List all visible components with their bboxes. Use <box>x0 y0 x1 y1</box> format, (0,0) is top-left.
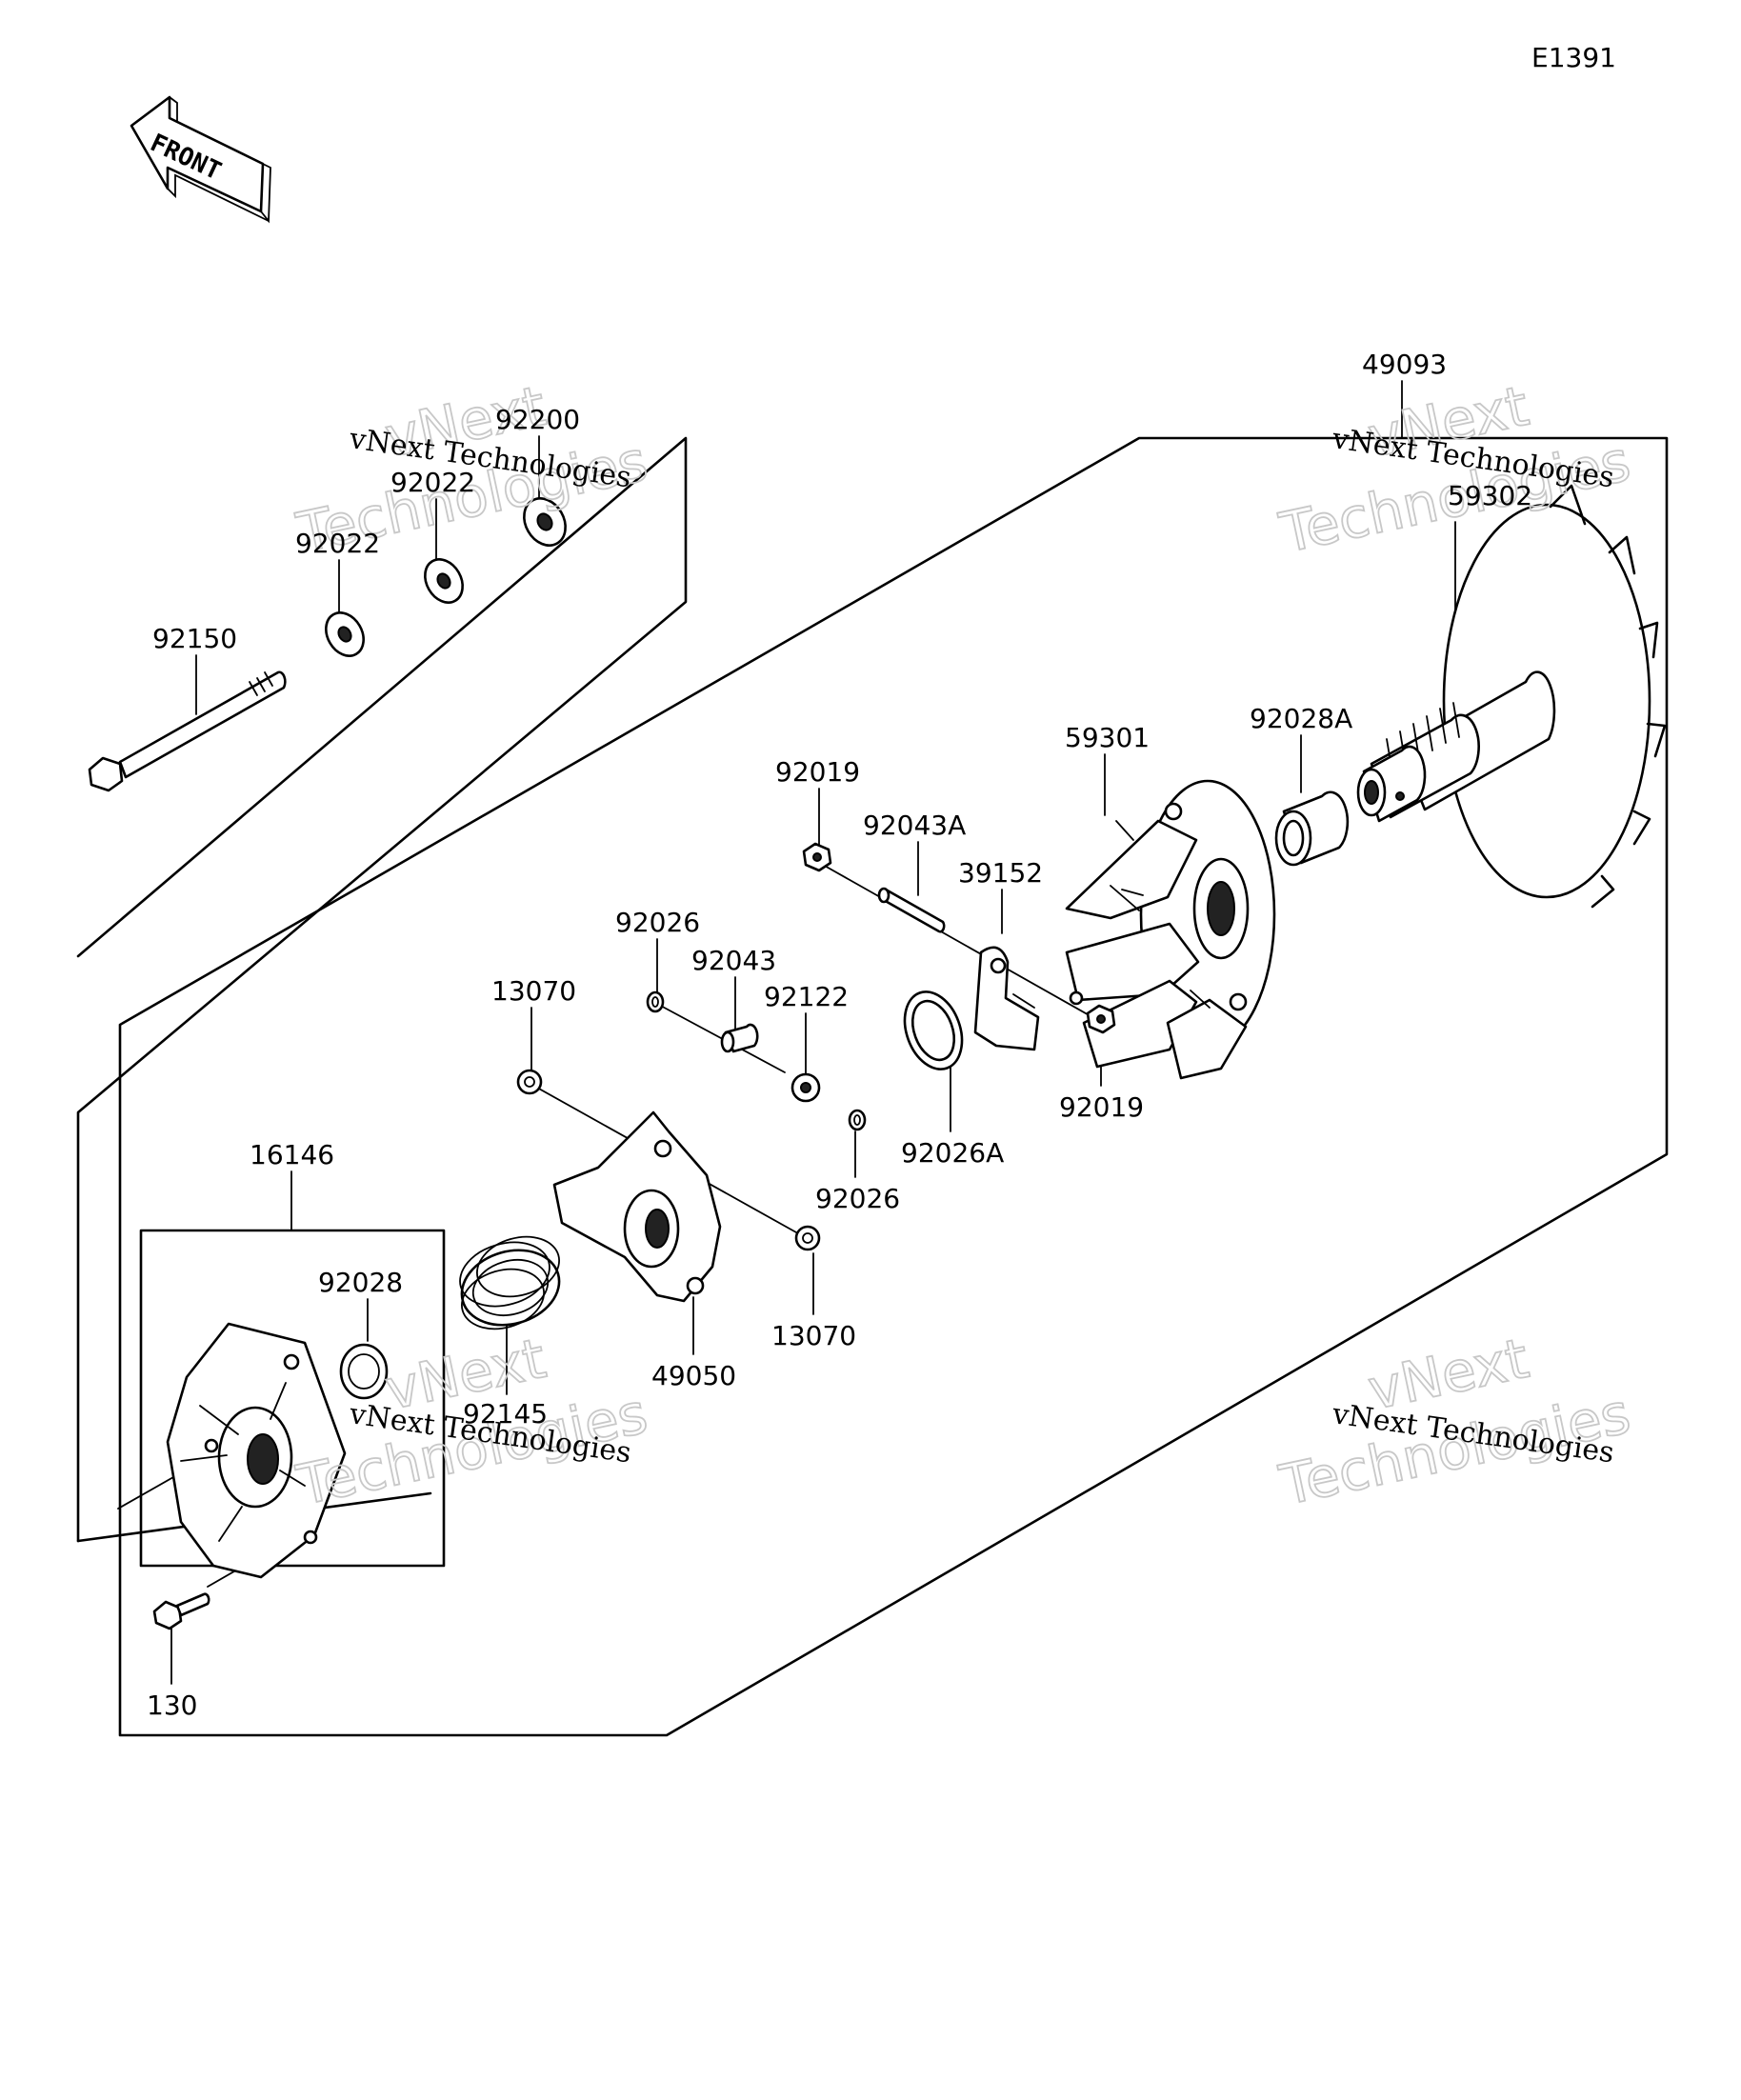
label-16146: 16146 <box>250 1139 334 1170</box>
label-92150: 92150 <box>152 623 237 654</box>
part-92043A-pin <box>877 887 946 933</box>
part-92150-long-bolt <box>88 670 287 792</box>
label-49093: 49093 <box>1362 349 1447 380</box>
label-39152: 39152 <box>958 857 1043 889</box>
part-92019-upper-nut <box>802 842 832 872</box>
part-59301-movable-sheave <box>1065 779 1276 1080</box>
diagram-id: E1391 <box>1531 42 1616 73</box>
label-130: 130 <box>147 1690 197 1721</box>
label-49050: 49050 <box>651 1360 736 1391</box>
part-59302-fixed-sheave <box>1356 484 1667 909</box>
part-16146-cover <box>166 1322 347 1579</box>
assembly-boundary-lines <box>76 436 1669 1737</box>
label-92028A: 92028A <box>1250 703 1352 734</box>
label-92043: 92043 <box>691 945 776 976</box>
label-13070-upper: 13070 <box>491 975 576 1007</box>
part-92200-washer <box>523 497 567 547</box>
label-92019-upper: 92019 <box>775 756 860 788</box>
label-92019-lower: 92019 <box>1059 1091 1144 1123</box>
part-92122-roller <box>790 1072 821 1103</box>
part-49050-spider <box>552 1110 722 1303</box>
part-92028-bushing <box>339 1343 389 1400</box>
label-92043A: 92043A <box>863 810 966 841</box>
part-39152-weight <box>973 946 1040 1051</box>
part-92028A-bushing <box>1274 790 1350 867</box>
part-13070-upper-bushing <box>516 1069 543 1095</box>
part-130-bolt <box>152 1592 210 1630</box>
part-92043-pin <box>720 1023 759 1053</box>
label-92026-upper: 92026 <box>615 907 700 938</box>
front-direction-arrow: FRONT <box>130 95 271 224</box>
label-92200: 92200 <box>495 404 580 435</box>
part-92145-spring <box>459 1235 561 1330</box>
label-92122: 92122 <box>764 981 849 1012</box>
part-92019-lower-nut <box>1086 1004 1116 1034</box>
part-92022-lower-washer <box>325 611 365 657</box>
label-59301: 59301 <box>1065 722 1150 753</box>
part-13070-lower-bushing <box>794 1225 821 1251</box>
label-13070-lower: 13070 <box>771 1320 856 1351</box>
label-59302: 59302 <box>1448 480 1532 511</box>
part-92026-lower-clip <box>848 1109 867 1131</box>
part-92026A-ring <box>903 990 964 1070</box>
label-92022-upper: 92022 <box>390 467 475 498</box>
label-92028: 92028 <box>318 1267 403 1298</box>
part-92026-upper-clip <box>646 990 665 1013</box>
label-92026A: 92026A <box>901 1137 1004 1169</box>
part-number-labels: 49093 59302 92200 92022 92022 92150 5930… <box>147 349 1532 1721</box>
label-92145: 92145 <box>463 1398 548 1430</box>
watermark-bottom-right: vNext Technologies vNext Technologies <box>1273 1325 1636 1519</box>
label-92026-lower: 92026 <box>815 1183 900 1214</box>
sub-assembly-box-16146 <box>139 1229 446 1568</box>
label-92022-lower: 92022 <box>295 528 380 559</box>
part-92022-upper-washer <box>424 558 464 604</box>
